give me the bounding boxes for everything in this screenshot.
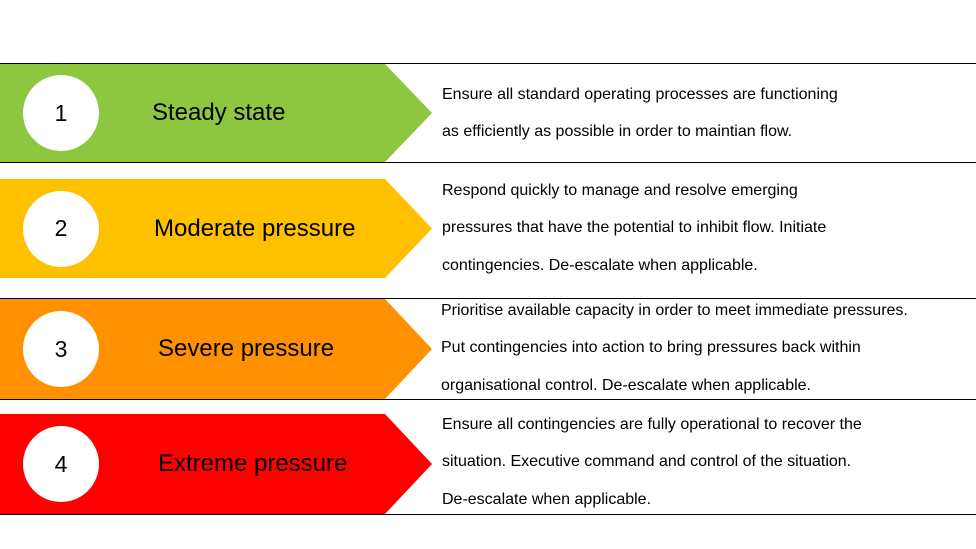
row-bottom-rule	[0, 514, 976, 515]
row-bottom-rule	[0, 162, 976, 163]
description-line: Respond quickly to manage and resolve em…	[442, 182, 798, 199]
description-line: contingencies. De-escalate when applicab…	[442, 257, 758, 274]
level-number-circle: 3	[23, 311, 99, 387]
level-row-4: 4 Extreme pressure Ensure all contingenc…	[0, 413, 976, 515]
level-number: 3	[54, 335, 68, 362]
level-title: Moderate pressure	[154, 214, 356, 242]
level-number-circle: 1	[23, 75, 99, 151]
level-title: Extreme pressure	[158, 450, 348, 477]
description-line: as efficiently as possible in order to m…	[442, 123, 793, 140]
description-line: Put contingencies into action to bring p…	[441, 339, 861, 356]
level-number: 2	[54, 215, 68, 241]
description-line: organisational control. De-escalate when…	[441, 377, 811, 394]
level-number-circle: 4	[23, 426, 99, 502]
description-line: pressures that have the potential to inh…	[442, 219, 827, 236]
level-row-2: 2 Moderate pressure Respond quickly to m…	[0, 178, 976, 279]
level-number-circle: 2	[23, 190, 99, 267]
level-number: 4	[54, 450, 68, 477]
description-line: Prioritise available capacity in order t…	[441, 302, 908, 319]
row-top-rule	[0, 298, 976, 299]
row-top-rule	[0, 63, 976, 64]
level-row-3: 3 Severe pressure Prioritise available c…	[0, 298, 976, 400]
row-bottom-rule	[0, 399, 976, 400]
description-line: situation. Executive command and control…	[442, 453, 852, 470]
description-line: Ensure all contingencies are fully opera…	[442, 416, 862, 433]
description-line: Ensure all standard operating processes …	[442, 86, 838, 103]
level-title: Severe pressure	[158, 335, 335, 362]
level-row-1: 1 Steady state Ensure all standard opera…	[0, 63, 976, 163]
description-line: De-escalate when applicable.	[442, 491, 652, 508]
level-number: 1	[54, 99, 68, 126]
level-title: Steady state	[152, 99, 286, 126]
